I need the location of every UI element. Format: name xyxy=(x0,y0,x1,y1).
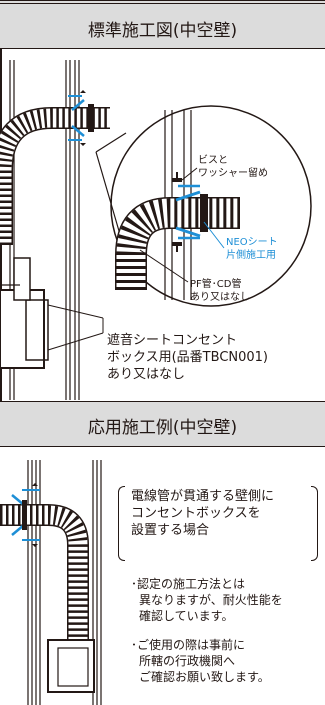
callout-screw-washer: ビスと ワッシャー留め xyxy=(198,154,268,180)
section1-header: 標準施工図(中空壁) xyxy=(0,0,325,49)
note2-line1: ･ご使用の際は事前に xyxy=(131,638,246,652)
callout-pf-cd-pipe: PF管･CD管 あり又はなし xyxy=(190,278,250,304)
callout-pipe-line1: PF管･CD管 xyxy=(190,279,242,290)
applied-construction-diagram xyxy=(0,460,102,705)
note1-line1: ･認定の施工方法とは xyxy=(131,577,246,591)
note2-line2: 所轄の行政機関へ xyxy=(139,654,236,668)
bracket-line1: 電線管が貫通する壁側に xyxy=(131,489,275,504)
callout-screw-line2: ワッシャー留め xyxy=(198,168,268,179)
callout-neo-sheet: NEOシート 片側施工用 xyxy=(226,236,278,262)
note2-line3: ご確認お願い致します。 xyxy=(139,670,270,684)
bracket-text: 電線管が貫通する壁側に コンセントボックスを 設置する場合 xyxy=(131,488,274,539)
bracket-line3: 設置する場合 xyxy=(131,523,210,538)
section2-title: 応用施工例(中空壁) xyxy=(87,417,238,438)
callout-pipe-line2: あり又はなし xyxy=(190,292,250,303)
note1-line3: 確認しています。 xyxy=(139,609,234,623)
callout-outlet-box: 遮音シートコンセント ボックス用(品番TBCN001) あり又はなし xyxy=(107,332,268,383)
note1-line2: 異なりますが、耐火性能を xyxy=(139,593,283,607)
bracket-left xyxy=(118,486,125,561)
callout-neo-line2: 片側施工用 xyxy=(226,250,276,261)
standard-construction-diagram xyxy=(0,60,312,400)
section2-header: 応用施工例(中空壁) xyxy=(0,401,325,447)
section1-title: 標準施工図(中空壁) xyxy=(87,20,238,41)
note-confirm-authority: ･ご使用の際は事前に 所轄の行政機関へ ご確認お願い致します。 xyxy=(131,637,270,685)
callout-box-line1: 遮音シートコンセント xyxy=(107,333,238,348)
callout-neo-line1: NEOシート xyxy=(226,237,278,248)
callout-box-line3: あり又はなし xyxy=(107,367,186,382)
callout-box-line2: ボックス用(品番TBCN001) xyxy=(107,350,268,365)
bracket-case-note: 電線管が貫通する壁側に コンセントボックスを 設置する場合 xyxy=(118,486,318,561)
bracket-line2: コンセントボックスを xyxy=(131,506,261,521)
callout-screw-line1: ビスと xyxy=(198,155,228,166)
note-fire-performance: ･認定の施工方法とは 異なりますが、耐火性能を 確認しています。 xyxy=(131,576,283,624)
bracket-right xyxy=(311,486,318,561)
